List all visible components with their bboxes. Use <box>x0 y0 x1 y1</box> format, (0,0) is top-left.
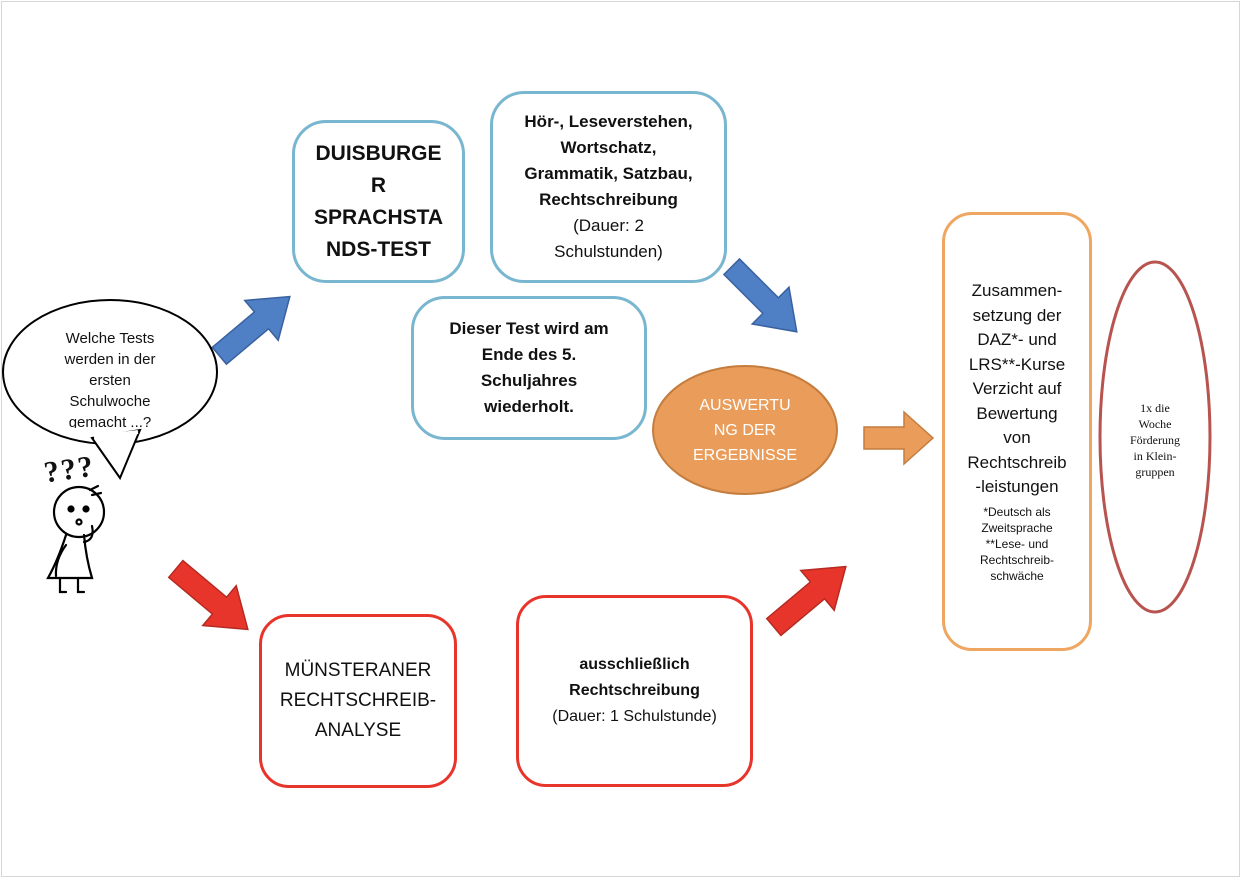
footnote-line: schwäche <box>990 568 1044 583</box>
detail-line: (Dauer: 2 <box>573 216 644 235</box>
evaluation-oval-shape <box>652 365 838 495</box>
duisburg-line: SPRACHSTA <box>313 205 444 229</box>
bubble-line: gemacht ...? <box>68 414 152 428</box>
repeat-line: Schuljahres <box>480 371 578 390</box>
courses-line: Rechtschreib <box>967 452 1067 472</box>
repeat-line: Ende des 5. <box>481 345 577 364</box>
footnote-line: Zweitsprache <box>981 520 1053 535</box>
red-arrow-up-right <box>765 565 847 637</box>
detail-line: Rechtschreibung <box>539 190 678 209</box>
footnote-line: **Lese- und <box>985 536 1049 551</box>
muenster-detail-line: ausschließlich <box>579 656 690 673</box>
courses-line: Zusammen- <box>971 281 1063 301</box>
detail-line: Grammatik, Satzbau, <box>524 164 693 183</box>
courses-line: setzung der <box>972 305 1062 325</box>
courses-line: Verzicht auf <box>972 379 1062 399</box>
repeat-line: Dieser Test wird am <box>449 319 609 338</box>
muenster-line: RECHTSCHREIB- <box>279 690 437 711</box>
support-line: gruppen <box>1135 465 1175 479</box>
bubble-line: werden in der <box>64 351 156 368</box>
courses-line: DAZ*- und <box>977 330 1057 350</box>
support-line: 1x die <box>1140 401 1170 415</box>
detail-line: Schulstunden) <box>554 242 663 261</box>
muenster-detail-line: (Dauer: 1 Schulstunde) <box>552 708 717 725</box>
detail-line: Wortschatz, <box>560 138 657 157</box>
bubble-line: Welche Tests <box>65 330 155 347</box>
repeat-line: wiederholt. <box>484 397 574 416</box>
thinking-figure-icon <box>46 484 106 594</box>
courses-line: LRS**-Kurse <box>968 354 1066 374</box>
blue-arrow-up-right <box>211 295 291 366</box>
blue-arrow-down-right <box>722 257 798 333</box>
duisburg-line: NDS-TEST <box>326 237 431 261</box>
red-arrow-down-right <box>167 559 249 631</box>
muenster-line: ANALYSE <box>314 720 402 741</box>
course-composition-box: Zusammen- setzung der DAZ*- und LRS**-Ku… <box>942 212 1092 651</box>
courses-line: Bewertung <box>976 403 1058 423</box>
duisburg-detail-box: Hör-, Leseverstehen, Wortschatz, Grammat… <box>490 91 727 283</box>
muenster-analysis-box: MÜNSTERANER RECHTSCHREIB- ANALYSE <box>259 614 457 788</box>
question-marks: ??? <box>41 449 97 490</box>
evaluation-line: NG DER <box>713 421 777 439</box>
evaluation-line: ERGEBNISSE <box>692 446 798 464</box>
muenster-detail-box: ausschließlich Rechtschreibung (Dauer: 1… <box>516 595 753 787</box>
courses-line: von <box>1003 428 1031 448</box>
footnote-line: Rechtschreib- <box>979 552 1055 567</box>
footnote-line: *Deutsch als <box>983 504 1051 519</box>
duisburg-line: R <box>370 173 387 197</box>
detail-line: Hör-, Leseverstehen, <box>524 112 693 131</box>
support-line: Förderung <box>1130 433 1180 447</box>
bubble-line: Schulwoche <box>69 393 151 410</box>
muenster-detail-line: Rechtschreibung <box>569 682 700 699</box>
duisburg-line: DUISBURGE <box>315 141 442 165</box>
speech-bubble-text: Welche Tests werden in der ersten Schulw… <box>40 328 180 428</box>
muenster-line: MÜNSTERANER <box>284 660 432 681</box>
support-line: Woche <box>1138 417 1172 431</box>
duisburg-test-box: DUISBURGE R SPRACHSTA NDS-TEST <box>292 120 465 283</box>
repeat-info-box: Dieser Test wird am Ende des 5. Schuljah… <box>411 296 647 440</box>
orange-arrow-right <box>863 410 935 466</box>
courses-footnotes: *Deutsch als Zweitsprache **Lese- und Re… <box>980 504 1054 584</box>
support-oval-shape <box>1098 260 1212 614</box>
support-oval: 1x die Woche Förderung in Klein- gruppen <box>1110 390 1200 490</box>
evaluation-oval: AUSWERTU NG DER ERGEBNISSE <box>665 380 825 480</box>
speech-bubble-shape <box>2 299 218 481</box>
support-line: in Klein- <box>1133 449 1177 463</box>
evaluation-line: AUSWERTU <box>699 396 791 414</box>
courses-line: -leistungen <box>975 477 1059 497</box>
bubble-line: ersten <box>89 372 131 389</box>
